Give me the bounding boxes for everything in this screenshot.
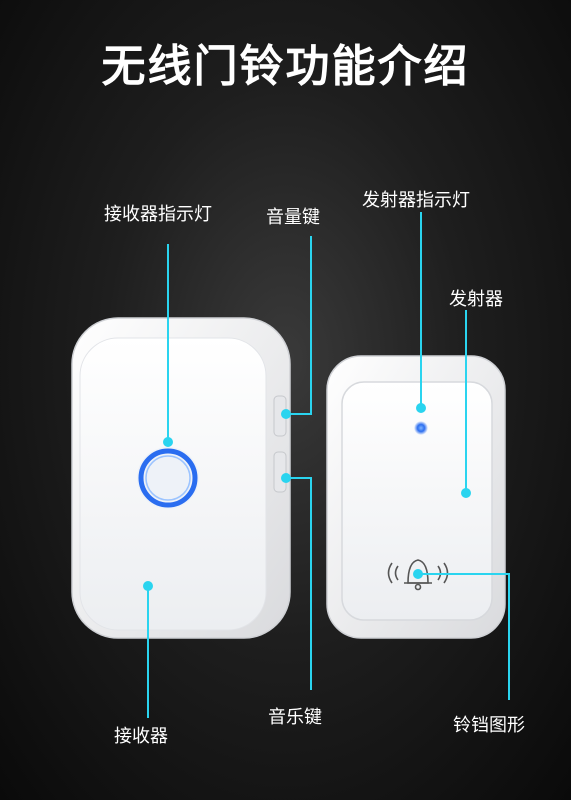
receiver-device	[71, 317, 291, 639]
receiver-indicator-ring	[137, 447, 199, 509]
label-music-key: 音乐键	[268, 707, 322, 728]
label-transmitter: 发射器	[449, 289, 503, 310]
bell-icon	[387, 559, 449, 591]
transmitter-device	[326, 355, 506, 639]
label-receiver-indicator: 接收器指示灯	[104, 204, 212, 225]
transmitter-led	[414, 421, 428, 435]
label-transmitter-indicator: 发射器指示灯	[362, 190, 470, 211]
label-receiver: 接收器	[114, 726, 168, 747]
label-bell-icon: 铃铛图形	[453, 715, 525, 736]
leader-lines	[143, 212, 510, 718]
label-volume-key: 音量键	[266, 207, 320, 228]
page-title: 无线门铃功能介绍	[101, 41, 470, 92]
music-button	[273, 451, 287, 493]
